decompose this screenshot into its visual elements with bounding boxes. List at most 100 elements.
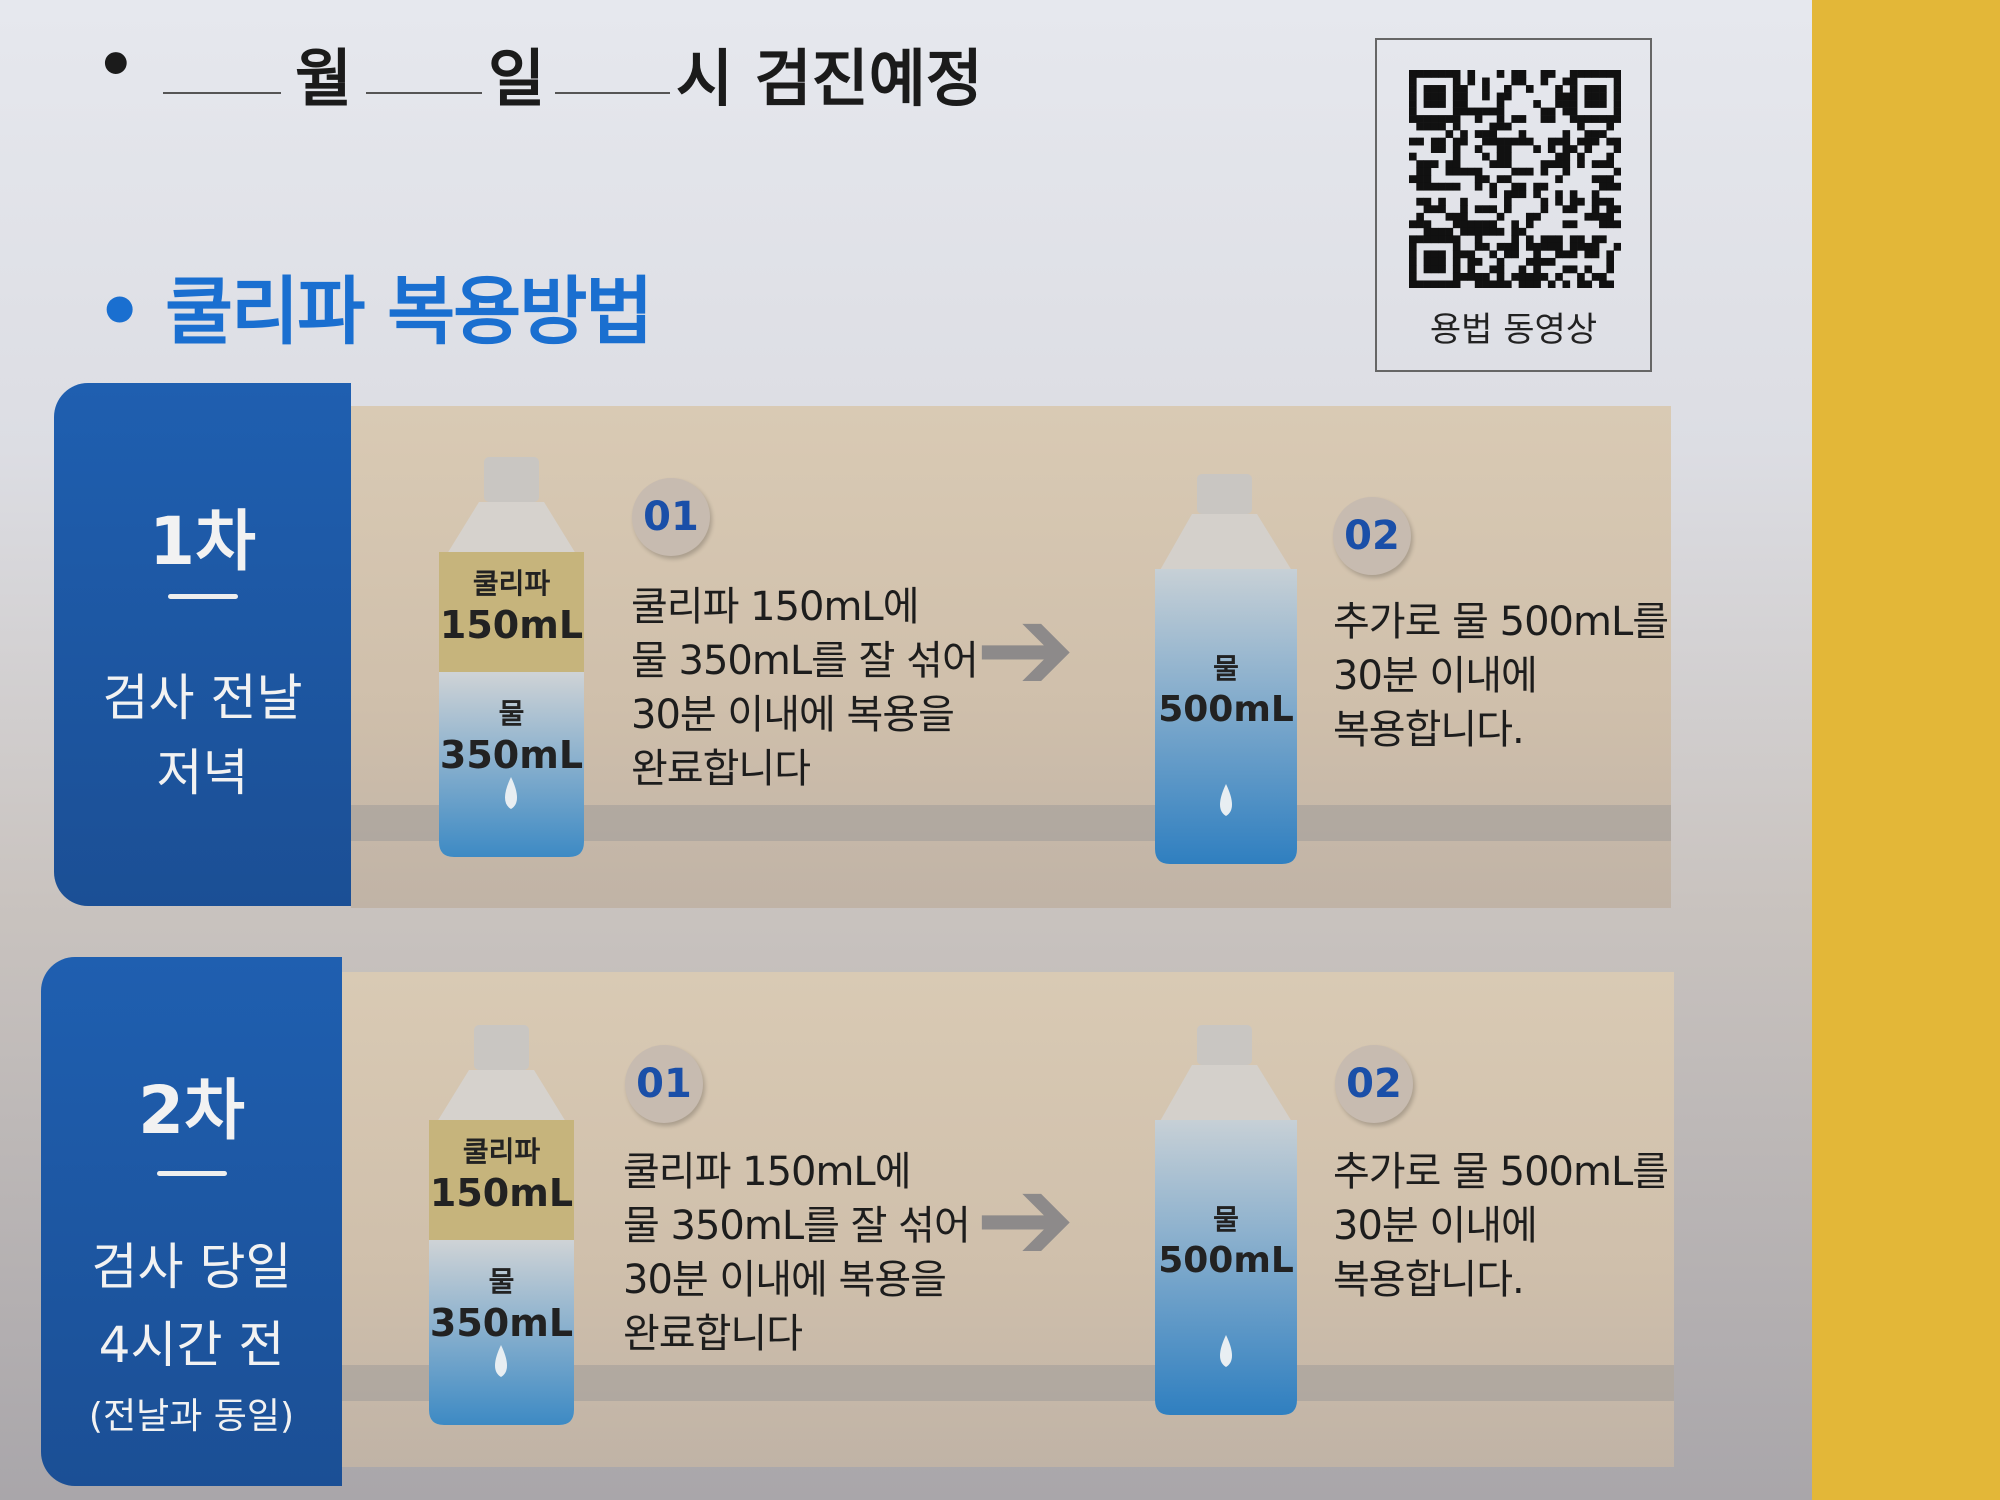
qr-module	[1445, 115, 1454, 123]
qr-module	[1569, 70, 1578, 78]
qr-module	[1569, 100, 1578, 108]
bottle-top-amount: 150mL	[429, 1171, 574, 1215]
desc-line: 30분 이내에 복용을	[631, 692, 955, 738]
qr-module	[1438, 227, 1446, 236]
qr-module	[1460, 227, 1468, 236]
qr-module	[1467, 227, 1476, 236]
qr-code[interactable]	[1409, 70, 1621, 288]
qr-module	[1438, 205, 1446, 214]
qr-module	[1445, 227, 1454, 236]
qr-module	[1489, 280, 1498, 288]
qr-module	[1547, 70, 1556, 78]
qr-module	[1613, 115, 1621, 123]
qr-module	[1518, 182, 1527, 191]
qr-module	[1474, 227, 1483, 236]
qr-module	[1504, 122, 1512, 131]
qr-module	[1599, 100, 1607, 108]
desc-line: 30분 이내에 복용을	[623, 1257, 947, 1303]
qr-module	[1547, 160, 1556, 169]
water-bottle-illustration: 물 500mL	[1152, 474, 1300, 868]
qr-module	[1613, 92, 1621, 101]
qr-module	[1555, 272, 1563, 281]
qr-module	[1591, 235, 1600, 244]
qr-module	[1430, 92, 1439, 101]
qr-code-box[interactable]: 용법 동영상	[1375, 38, 1652, 372]
qr-module	[1438, 145, 1446, 153]
bottle-amount: 500mL	[1158, 1240, 1294, 1281]
qr-module	[1445, 212, 1454, 221]
qr-module	[1496, 227, 1505, 236]
qr-module	[1474, 115, 1483, 123]
qr-module	[1430, 122, 1439, 131]
qr-module	[1504, 160, 1512, 169]
qr-module	[1452, 137, 1461, 146]
qr-module	[1569, 115, 1578, 123]
qr-module	[1416, 280, 1424, 288]
desc-line: 물 350mL를 잘 섞어	[631, 638, 979, 684]
qr-module	[1547, 242, 1556, 251]
qr-module	[1533, 257, 1541, 266]
qr-module	[1460, 197, 1468, 206]
qr-module	[1569, 85, 1578, 93]
qr-module	[1482, 152, 1490, 161]
qr-module	[1555, 160, 1563, 169]
qr-module	[1423, 265, 1432, 274]
qr-module	[1482, 272, 1490, 281]
qr-module	[1409, 77, 1417, 86]
step-description: 쿨리파 150mL에 물 350mL를 잘 섞어 30분 이내에 복용을 완료합…	[631, 580, 979, 796]
qr-module	[1569, 197, 1578, 206]
qr-module	[1496, 145, 1505, 153]
qr-module	[1540, 205, 1549, 214]
qr-module	[1584, 115, 1593, 123]
qr-module	[1584, 92, 1593, 101]
qr-module	[1409, 235, 1417, 244]
qr-module	[1474, 130, 1483, 138]
step-description: 추가로 물 500mL를 30분 이내에 복용합니다.	[1333, 595, 1669, 757]
qr-module	[1577, 272, 1585, 281]
qr-module	[1599, 235, 1607, 244]
qr-module	[1496, 107, 1505, 116]
qr-module	[1474, 145, 1483, 153]
qr-module	[1409, 280, 1417, 288]
qr-module	[1606, 212, 1614, 221]
day-label: 일	[488, 42, 546, 115]
desc-line: 쿨리파 150mL에	[623, 1149, 912, 1195]
qr-module	[1613, 145, 1621, 153]
qr-module	[1584, 145, 1593, 153]
qr-module	[1591, 100, 1600, 108]
step-badge: 01	[632, 478, 710, 556]
qr-module	[1460, 137, 1468, 146]
qr-module	[1511, 272, 1519, 281]
qr-module	[1591, 205, 1600, 214]
qr-module	[1409, 152, 1417, 161]
qr-module	[1606, 70, 1614, 78]
qr-module	[1430, 250, 1439, 259]
step-description: 쿨리파 150mL에 물 350mL를 잘 섞어 30분 이내에 복용을 완료합…	[623, 1145, 971, 1361]
qr-module	[1540, 167, 1549, 176]
qr-module	[1452, 235, 1461, 244]
qr-module	[1599, 197, 1607, 206]
qr-module	[1577, 70, 1585, 78]
qr-module	[1577, 137, 1585, 146]
bottle-icon	[439, 457, 584, 857]
qr-module	[1562, 130, 1571, 138]
qr-module	[1606, 137, 1614, 146]
qr-module	[1430, 257, 1439, 266]
qr-module	[1599, 212, 1607, 221]
qr-module	[1555, 100, 1563, 108]
qr-module	[1416, 115, 1424, 123]
qr-module	[1511, 137, 1519, 146]
qr-module	[1496, 100, 1505, 108]
qr-module	[1496, 265, 1505, 274]
qr-module	[1460, 167, 1468, 176]
qr-module	[1591, 130, 1600, 138]
timing-line-2: 저녁	[156, 744, 249, 802]
desc-line: 복용합니다.	[1333, 1257, 1525, 1303]
qr-module	[1533, 212, 1541, 221]
qr-module	[1613, 85, 1621, 93]
qr-module	[1482, 137, 1490, 146]
qr-module	[1482, 220, 1490, 229]
qr-module	[1525, 272, 1534, 281]
qr-module	[1423, 205, 1432, 214]
qr-module	[1584, 250, 1593, 259]
